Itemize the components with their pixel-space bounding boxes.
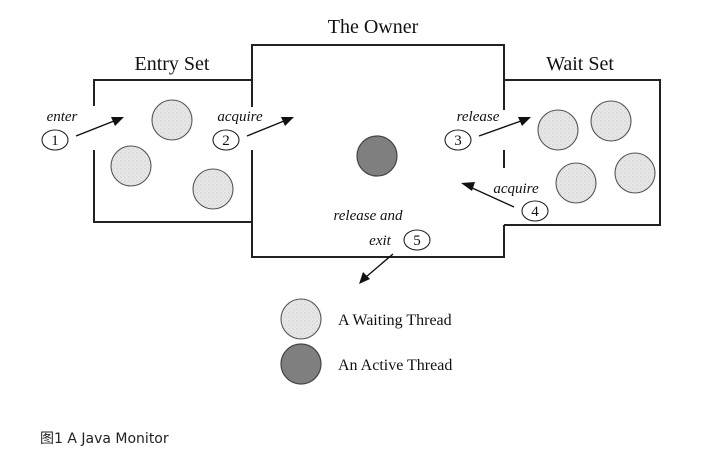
step-4-number: 4	[531, 204, 539, 220]
step-5-label-line1: release and	[333, 208, 403, 224]
entry-set-wall-top	[93, 44, 661, 226]
step-4-arrow-line	[469, 186, 515, 208]
step-4-marker	[521, 200, 549, 222]
entry-set-title: Entry Set	[135, 53, 210, 75]
waiting-thread	[192, 168, 234, 210]
step-4-acquire: acquire 4	[461, 181, 549, 222]
step-3-arrow-line	[478, 120, 522, 137]
waiting-thread	[151, 99, 193, 141]
step-2-arrow-head	[281, 117, 294, 126]
legend-active-label: An Active Thread	[338, 357, 452, 374]
step-3-number: 3	[454, 133, 462, 149]
step-1-enter: enter 1	[41, 109, 124, 151]
step-1-label: enter	[47, 109, 78, 125]
step-4-arrow-head	[461, 182, 475, 191]
wait-set-title: Wait Set	[546, 53, 614, 75]
step-5-release-and-exit: release and exit 5	[333, 208, 431, 284]
step-3-label: release	[457, 109, 500, 125]
waiting-thread	[555, 162, 597, 204]
legend-active-swatch	[280, 343, 322, 385]
step-2-arrow-line	[246, 120, 285, 137]
step-2-number: 2	[222, 133, 230, 149]
active-thread	[356, 135, 398, 177]
waiting-thread	[537, 109, 579, 151]
monitor-walls	[93, 44, 661, 258]
step-5-arrow-line	[365, 253, 394, 278]
waiting-thread	[110, 145, 152, 187]
step-2-marker	[212, 129, 240, 151]
step-5-marker	[403, 229, 431, 251]
step-4-label: acquire	[493, 181, 539, 197]
step-5-label-line2: exit	[369, 233, 391, 249]
step-3-release: release 3	[444, 109, 531, 151]
java-monitor-diagram: The Owner Entry Set Wait Set enter 1 acq…	[41, 16, 661, 385]
legend-waiting-label: A Waiting Thread	[338, 312, 452, 329]
step-3-marker	[444, 129, 472, 151]
step-1-arrow-head	[111, 117, 124, 126]
waiting-thread	[614, 152, 656, 194]
step-1-arrow-line	[75, 120, 115, 137]
step-5-arrow-head	[359, 272, 370, 284]
entry-set-wall-bottom	[93, 150, 505, 258]
legend-waiting-swatch	[280, 298, 322, 340]
step-1-marker	[41, 129, 69, 151]
step-3-arrow-head	[518, 117, 531, 126]
step-2-label: acquire	[217, 109, 263, 125]
step-2-acquire: acquire 2	[212, 109, 294, 151]
step-5-number: 5	[413, 233, 421, 249]
owner-title: The Owner	[328, 16, 419, 38]
step-1-number: 1	[51, 133, 59, 149]
waiting-thread	[590, 100, 632, 142]
legend: A Waiting Thread An Active Thread	[280, 298, 452, 385]
figure-caption: 图1 A Java Monitor	[40, 431, 169, 447]
